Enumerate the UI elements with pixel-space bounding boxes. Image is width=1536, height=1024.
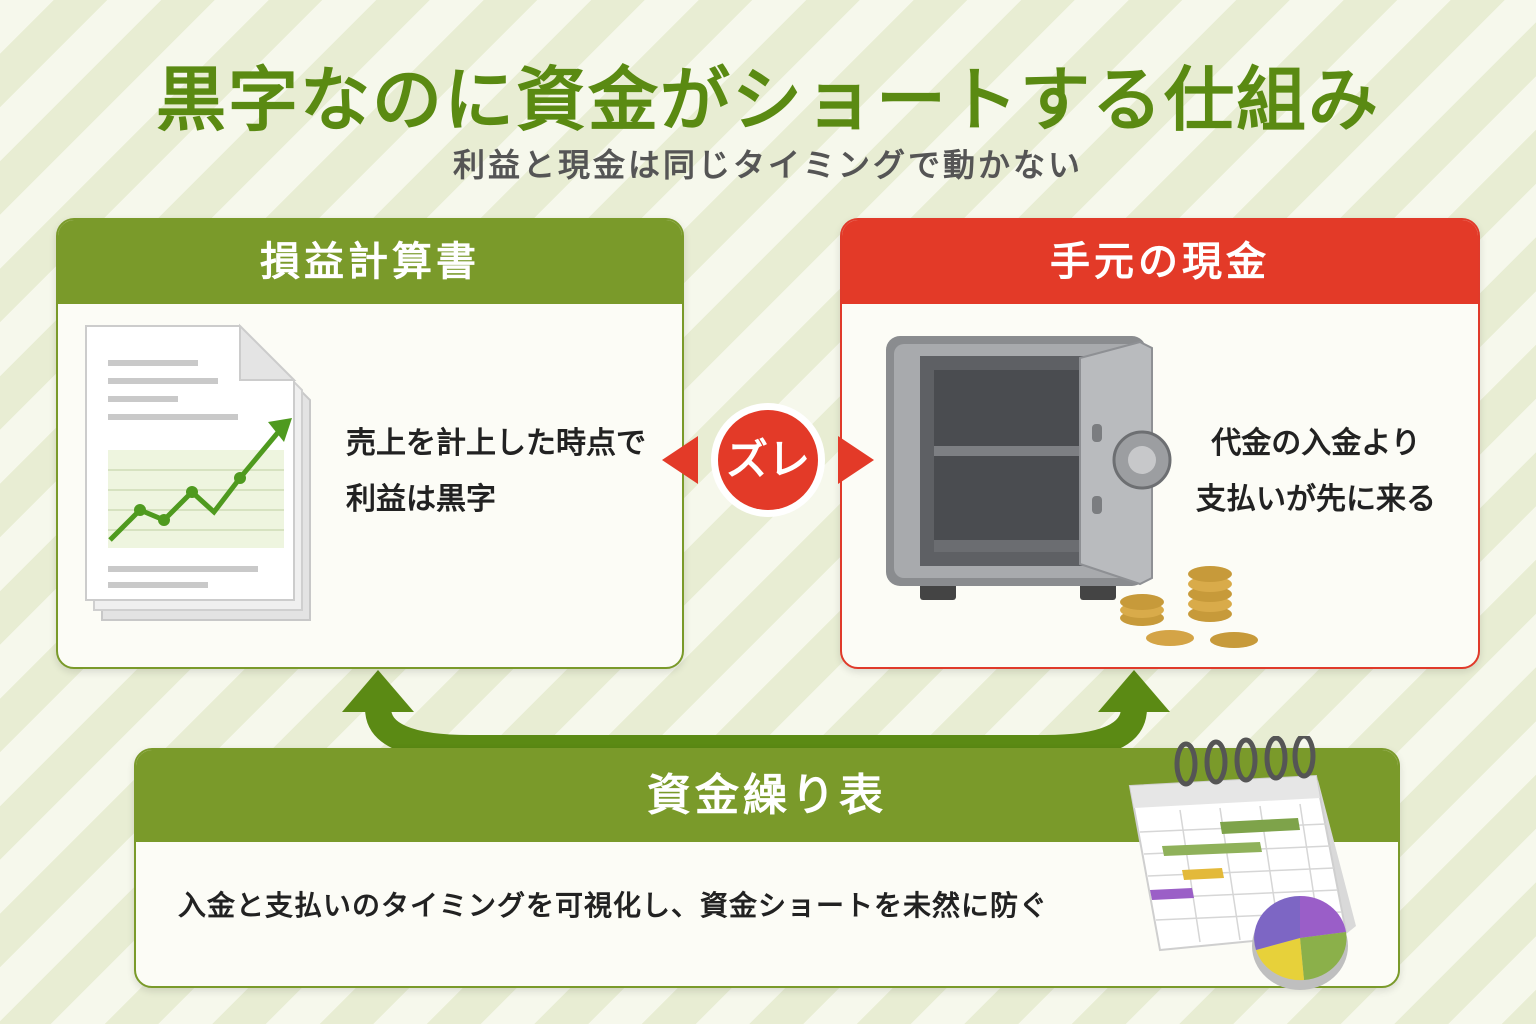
gap-badge: ズレ — [662, 400, 874, 520]
empty-safe-icon — [886, 336, 1258, 648]
cashflow-table-description: 入金と支払いのタイミングを可視化し、資金ショートを未然に防ぐ — [178, 889, 1049, 922]
cash-on-hand-description: 代金の入金より 支払いが先に来る — [1196, 416, 1436, 528]
cash-on-hand-header: 手元の現金 — [842, 220, 1478, 304]
gap-badge-label: ズレ — [725, 435, 810, 484]
cash-on-hand-panel: 手元の現金 代金の入金より 支払いが先に来る — [840, 218, 1480, 669]
gap-badge-circle — [711, 403, 825, 517]
arrow-head-right — [1098, 670, 1170, 712]
income-statement-line-2: 利益は黒字 — [346, 482, 496, 517]
income-statement-line-1: 売上を計上した時点で — [346, 426, 646, 461]
cash-on-hand-line-2: 支払いが先に来る — [1196, 482, 1436, 517]
cash-on-hand-line-1: 代金の入金より — [1211, 426, 1421, 461]
page-subtitle: 利益と現金は同じタイミングで動かない — [452, 146, 1083, 184]
connector-arrow-line — [365, 706, 1147, 761]
document-chart-icon — [85, 323, 311, 621]
cashflow-table-panel: 資金繰り表 入金と支払いのタイミングを可視化し、資金ショートを未然に防ぐ — [134, 748, 1400, 988]
pie-chart — [1252, 895, 1348, 990]
income-statement-description: 売上を計上した時点で 利益は黒字 — [346, 416, 646, 528]
arrow-head-left — [342, 670, 414, 712]
income-statement-panel: 損益計算書 売上を計上した時点で 利益は黒字 — [56, 218, 684, 669]
calendar-pie-chart-icon — [1128, 736, 1356, 990]
double-arrow-icon — [662, 436, 874, 484]
page-title: 黒字なのに資金がショートする仕組み — [156, 59, 1380, 141]
income-statement-header: 損益計算書 — [58, 220, 682, 304]
